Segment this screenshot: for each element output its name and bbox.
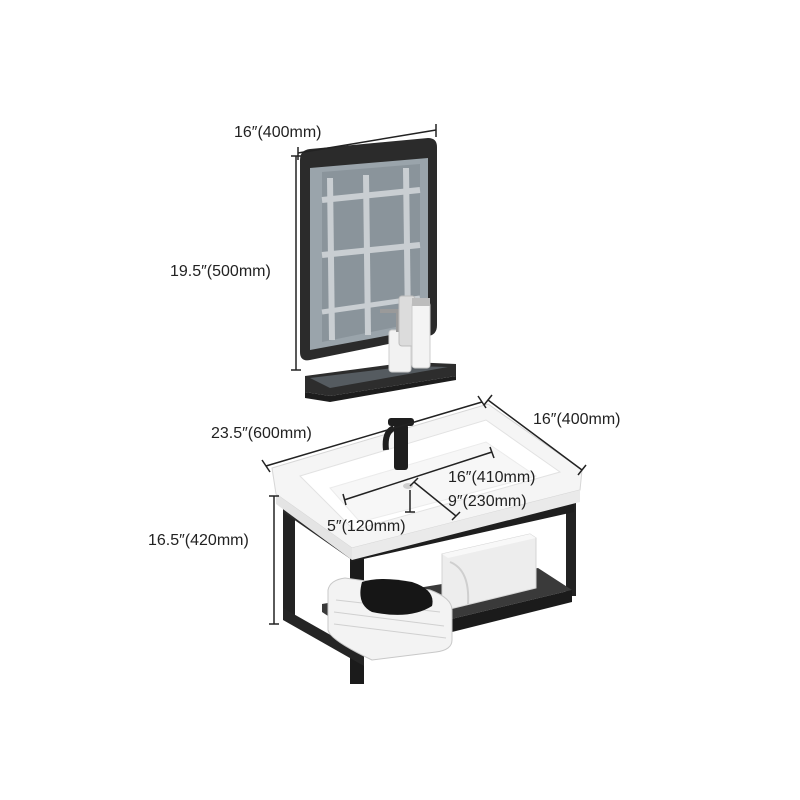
mirror-shelf <box>305 362 456 402</box>
vanity-width-line <box>265 401 483 467</box>
vanity-depth-line <box>487 399 583 471</box>
basin-width-label: 16″(410mm) <box>448 469 536 486</box>
toiletry-bottles <box>380 295 431 373</box>
vanity-height-label: 16.5″(420mm) <box>148 532 249 549</box>
basin-depth-line <box>413 481 457 517</box>
ceramic-basin <box>271 403 583 560</box>
vanity-depth-label: 16″(400mm) <box>533 411 621 428</box>
mirror-width-label: 16″(400mm) <box>234 124 322 141</box>
folded-towels <box>327 577 453 661</box>
mirror-reflection <box>321 164 421 342</box>
mirror-width-line <box>297 129 437 154</box>
vanity-width-label: 23.5″(600mm) <box>211 425 312 442</box>
mirror-height-label: 19.5″(500mm) <box>170 263 271 280</box>
dimension-lines <box>261 124 587 625</box>
towel-basket <box>441 533 537 611</box>
basin-height-label: 5″(120mm) <box>327 518 406 535</box>
basin-width-line <box>343 451 493 501</box>
basin-depth-label: 9″(230mm) <box>448 493 527 510</box>
